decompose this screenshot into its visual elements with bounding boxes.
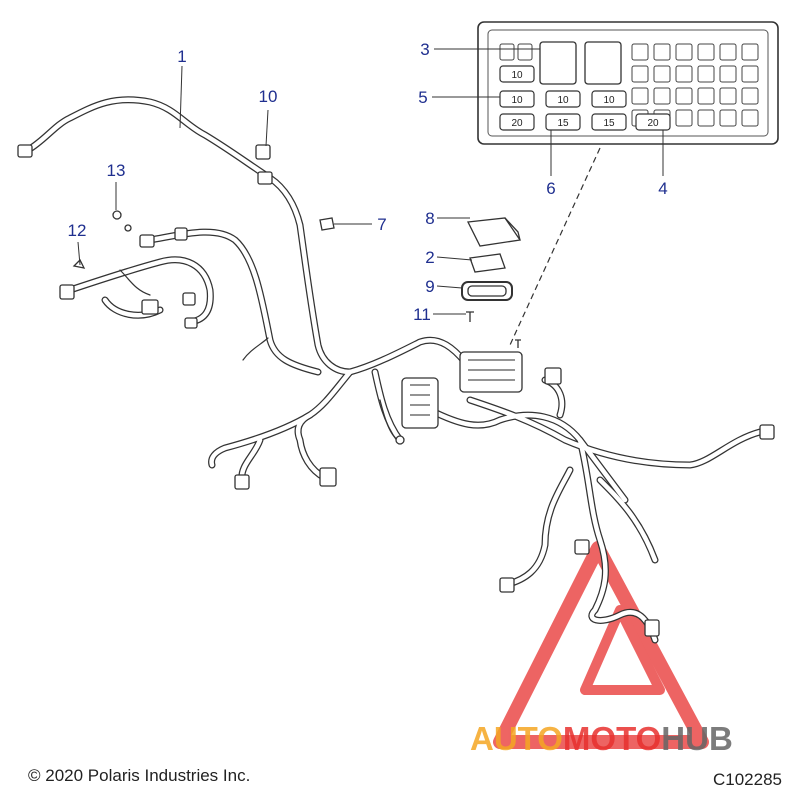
fuse-slot: [675, 65, 693, 83]
connector-harness-clip: [257, 171, 273, 185]
watermark-part-auto: AUTO: [470, 720, 563, 757]
callout-9: 9: [425, 277, 434, 296]
fuse-value-left-bot: 20: [511, 118, 523, 129]
fuse-slot: [697, 65, 715, 83]
gasket-part: [461, 281, 513, 301]
connectors: [17, 144, 775, 637]
fuse-slot: [631, 87, 649, 105]
watermark-triangle-inner: [580, 605, 665, 695]
callout-4: 4: [658, 179, 667, 198]
callout-8: 8: [425, 209, 434, 228]
fuse-value-center-b-mid: 10: [603, 95, 615, 106]
relay-left: [539, 41, 577, 85]
fuse-slot: [719, 87, 737, 105]
watermark-part-moto: MOTO: [563, 720, 661, 757]
fuse-slot: [741, 65, 759, 83]
small-parts: [72, 210, 522, 445]
leader-lines: [77, 48, 664, 315]
fuse-value-center-a-mid: 10: [557, 95, 569, 106]
fuse-slot: [697, 109, 715, 127]
fuse-slot: [631, 65, 649, 83]
fuse-slot: [499, 43, 515, 61]
fuse-label-part: [469, 253, 506, 273]
watermark-triangle-outer: [493, 541, 709, 749]
callout-10: 10: [259, 87, 278, 106]
fuse-slot: [697, 87, 715, 105]
fuse-slot: [741, 87, 759, 105]
main-harness: [24, 96, 764, 644]
callout-13: 13: [107, 161, 126, 180]
relay-right: [584, 41, 622, 85]
screw-part: [466, 311, 474, 322]
callout-11: 11: [413, 305, 431, 324]
fuse-value-left-top: 10: [511, 70, 523, 81]
fuse-slot: [697, 43, 715, 61]
clip-part-7: [319, 217, 335, 231]
connector-left-end: [17, 144, 33, 158]
fuse-value-center-a-bot: 15: [557, 118, 569, 129]
copyright-text: © 2020 Polaris Industries Inc.: [28, 766, 251, 785]
connector-item-10: [255, 144, 271, 160]
fuse-slot: [653, 43, 671, 61]
callout-3: 3: [420, 40, 429, 59]
diagram-code: C102285: [712, 770, 782, 789]
fuse-value-center-b-bot: 15: [603, 118, 615, 129]
fuse-slot: [719, 109, 737, 127]
fuse-value-right-bot: 20: [647, 118, 659, 129]
fuse-slot: [719, 43, 737, 61]
callout-7: 7: [377, 215, 386, 234]
fuse-grid: [499, 43, 759, 127]
clip-part-12: [72, 258, 86, 269]
fuse-slot: [675, 87, 693, 105]
fuse-slot: [631, 43, 649, 61]
callouts: 1 10 13 12 7 8 2 9 11 3 5 6 4: [68, 40, 668, 324]
svg-text:AUTOMOTOHUB: AUTOMOTOHUB: [470, 720, 733, 757]
fuse-box-cover-part: [467, 217, 522, 247]
fuse-slot: [719, 65, 737, 83]
fuse-slot: [653, 65, 671, 83]
ecu-connector-large: [459, 351, 523, 393]
fuse-slot: [675, 109, 693, 127]
watermark-logo: [493, 541, 709, 749]
callout-6: 6: [546, 179, 555, 198]
fuse-value-left-mid: 10: [511, 95, 523, 106]
watermark-part-hub: HUB: [661, 720, 733, 757]
callout-5: 5: [418, 88, 427, 107]
fuse-slot: [653, 87, 671, 105]
fuse-slot: [741, 109, 759, 127]
callout-12: 12: [68, 221, 87, 240]
fuse-slot: [741, 43, 759, 61]
fuse-slot: [675, 43, 693, 61]
detail-projection-line: [509, 147, 601, 346]
fuse-box-inset: 10 10 20 10 10 15 15 20: [477, 21, 779, 346]
nut-part-13: [112, 210, 122, 220]
watermark-text: AUTOMOTOHUB: [470, 720, 733, 757]
callout-2: 2: [425, 248, 434, 267]
callout-1: 1: [177, 47, 186, 66]
fuse-slot: [517, 43, 533, 61]
